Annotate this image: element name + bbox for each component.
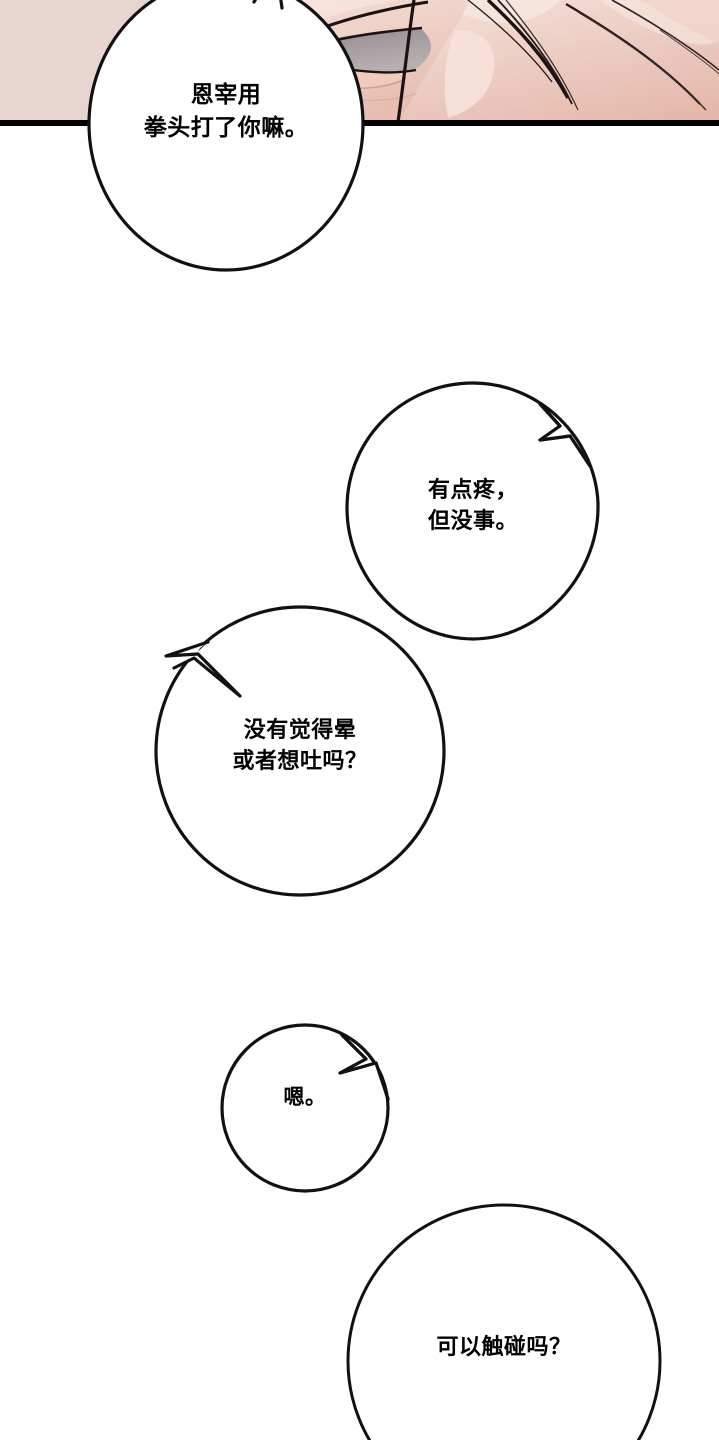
speech-bubble-2: 有点疼， 但没事。 xyxy=(344,380,602,642)
speech-bubble-3-text: 没有觉得晕 或者想吐吗？ xyxy=(232,717,368,774)
speech-bubble-5-shape xyxy=(346,1203,662,1440)
speech-bubble-1-text: 恩宰用 拳头打了你嘛。 xyxy=(143,81,309,140)
speech-bubble-3-shape xyxy=(154,605,446,897)
speech-bubble-1-shape xyxy=(87,0,365,272)
speech-bubble-3: 没有觉得晕 或者想吐吗？ xyxy=(154,604,446,898)
speech-bubble-4-text: 嗯。 xyxy=(283,1086,327,1109)
speech-bubble-5: 可以触碰吗？ xyxy=(346,1203,662,1440)
speech-bubble-2-text: 有点疼， 但没事。 xyxy=(427,477,518,534)
speech-bubble-4: 嗯。 xyxy=(220,1023,390,1193)
speech-bubble-1: 恩宰用 拳头打了你嘛。 xyxy=(86,0,366,273)
speech-bubble-2-shape xyxy=(345,381,600,641)
speech-bubble-4-shape xyxy=(220,1023,390,1193)
speech-bubble-5-text: 可以触碰吗？ xyxy=(436,1334,572,1359)
